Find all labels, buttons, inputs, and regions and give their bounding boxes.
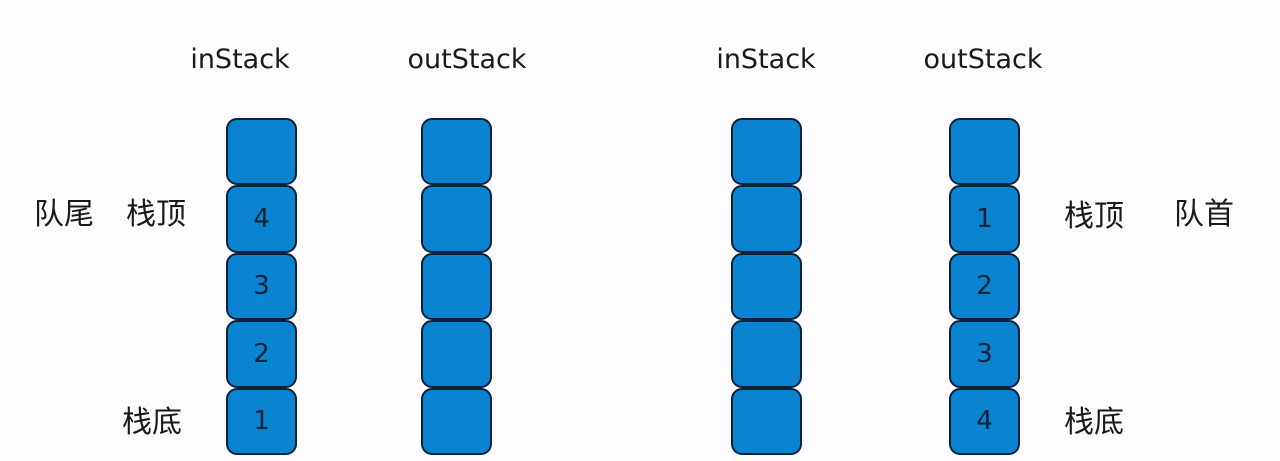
stack-cell	[731, 387, 802, 455]
right-instack-title: inStack	[716, 44, 816, 75]
stack-cell	[731, 320, 802, 388]
stack-cell	[421, 320, 492, 388]
stack-cell: 3	[226, 252, 297, 321]
stack-cell	[421, 387, 492, 455]
stack-cell	[226, 118, 297, 186]
stack-cell: 4	[226, 185, 297, 253]
stack-cell	[731, 252, 802, 321]
right-stack-top-label: 栈顶	[1064, 199, 1124, 234]
right-instack	[731, 118, 802, 455]
stack-cell	[731, 185, 802, 253]
right-queue-head-label: 队首	[1174, 197, 1234, 232]
stack-cell: 1	[949, 185, 1020, 253]
left-instack-title: inStack	[190, 44, 290, 75]
stack-cell	[731, 118, 802, 186]
stack-cell	[949, 118, 1020, 186]
left-stack-bottom-label: 栈底	[122, 405, 182, 440]
stack-cell: 1	[226, 387, 297, 455]
stack-cell: 4	[949, 387, 1020, 455]
left-outstack-title: outStack	[407, 44, 527, 75]
left-outstack	[421, 118, 492, 455]
stack-cell	[421, 118, 492, 186]
stack-cell: 2	[949, 252, 1020, 321]
stack-cell	[421, 252, 492, 321]
right-stack-bottom-label: 栈底	[1064, 405, 1124, 440]
stack-cell: 2	[226, 320, 297, 388]
stack-cell: 3	[949, 320, 1020, 388]
left-stack-top-label: 栈顶	[126, 197, 186, 232]
left-instack: 4 3 2 1	[226, 118, 297, 455]
right-outstack-title: outStack	[923, 44, 1043, 75]
stack-cell	[421, 185, 492, 253]
right-outstack: 1 2 3 4	[949, 118, 1020, 455]
left-queue-tail-label: 队尾	[34, 197, 94, 232]
